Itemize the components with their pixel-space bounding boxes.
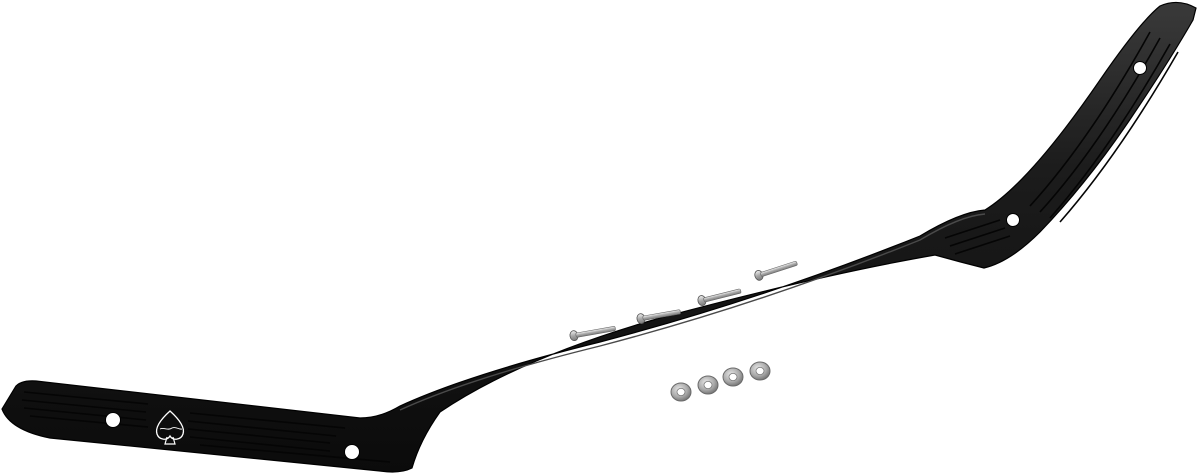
- screw-2: [636, 309, 681, 325]
- washer-3: [722, 367, 744, 387]
- mounting-hole-4: [1133, 61, 1147, 75]
- screw-1: [569, 326, 616, 342]
- screw-4: [754, 261, 798, 281]
- trim-edge-highlight: [399, 213, 986, 411]
- screw-3: [697, 288, 742, 306]
- washer-set: [670, 361, 771, 402]
- washer-4: [749, 361, 771, 381]
- trim-left-ribs: [21, 391, 391, 463]
- washer-2: [697, 375, 719, 395]
- mounting-hole-2: [344, 444, 360, 460]
- mounting-hole-1: [105, 412, 121, 428]
- mounting-hole-3: [1006, 213, 1020, 227]
- spade-logo-icon: [155, 410, 185, 445]
- washer-1: [670, 382, 692, 402]
- screw-set: [569, 261, 798, 342]
